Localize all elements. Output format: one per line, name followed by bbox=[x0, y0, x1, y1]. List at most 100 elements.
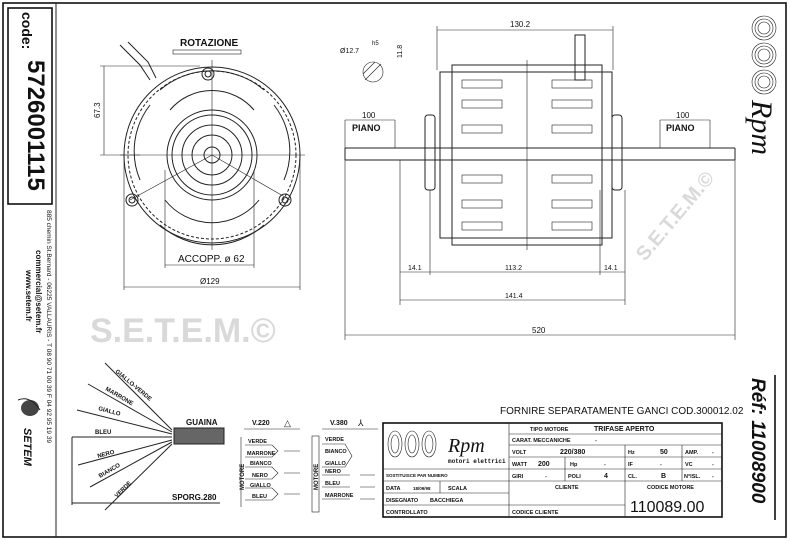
title-block-if-label: IF bbox=[628, 462, 634, 468]
wiring-v220-terminals-1: MARRONE bbox=[247, 451, 276, 457]
wiring-v220-terminals-0: VERDE bbox=[248, 439, 267, 445]
supply-note: FORNIRE SEPARATAMENTE GANCI COD.300012.0… bbox=[500, 406, 744, 417]
title-block-data: 18/09/98 bbox=[413, 486, 431, 491]
flat-left-dim: 100 bbox=[362, 111, 376, 120]
watermark: S.E.T.E.M.© bbox=[90, 312, 276, 350]
website-link[interactable]: www.setem.fr bbox=[24, 269, 33, 322]
flat-right-label: PIANO bbox=[666, 123, 695, 133]
connection-v380: V.380 ⅄ MOTORE VERDE BIANCO GIALLO NERO … bbox=[311, 418, 378, 513]
wire-label: GIALLO bbox=[97, 406, 121, 418]
wiring-v220-title: V.220 bbox=[252, 420, 270, 427]
title-block-giri: - bbox=[545, 474, 547, 480]
wiring-v380-terminals-4: BLEU bbox=[325, 481, 340, 487]
title-block-data-label: DATA bbox=[386, 486, 400, 492]
title-block-watt-label: WATT bbox=[512, 462, 528, 468]
wiring-v380-title: V.380 bbox=[330, 420, 348, 427]
dim-mount: 141.4 bbox=[505, 293, 523, 300]
shaft-flat-dim: 11.8 bbox=[397, 45, 404, 58]
wire-bundle: GIALLO-VERDE MARRONE GIALLO BLEU NERO BI… bbox=[71, 362, 225, 511]
title-block-codice-motore-label: CODICE MOTORE bbox=[647, 485, 694, 491]
dim-left-offset: 14.1 bbox=[408, 265, 422, 272]
title-block-vc: - bbox=[712, 462, 714, 468]
title-block: Rpm motori elettrici TIPO MOTORE TRIFASE… bbox=[382, 422, 723, 518]
wire-label: BLEU bbox=[95, 430, 111, 436]
wiring-v220-terminals-3: NERO bbox=[252, 473, 269, 479]
wiring-v220-terminals-5: BLEU bbox=[252, 494, 267, 500]
title-block-poli-label: POLI bbox=[568, 474, 581, 480]
side-view: 130.2 Ø12.7 h5 11.8 100 PIANO 100 PIANO … bbox=[340, 20, 736, 340]
dim-coupling: ACCOPP. ø 62 bbox=[178, 254, 245, 265]
title-block-amp-label: AMP. bbox=[685, 450, 699, 456]
wiring-v220-terminals-4: GIALLO bbox=[250, 483, 271, 489]
wiring-v380-terminals-0: VERDE bbox=[325, 437, 344, 443]
title-block-disegnato: BACCHIEGA bbox=[430, 498, 463, 504]
dim-right-offset: 14.1 bbox=[604, 265, 618, 272]
brand-logo-text: Rpm bbox=[447, 435, 485, 457]
title-block-nisl-label: N°ISL. bbox=[684, 474, 701, 480]
wire-label: NERO bbox=[97, 450, 116, 460]
title-block-hp-label: Hp bbox=[570, 462, 578, 468]
wiring-v380-motor-label: MOTORE bbox=[314, 464, 320, 490]
code-number: 5726001115 bbox=[22, 60, 49, 191]
dim-body-length: 130.2 bbox=[510, 20, 531, 29]
title-block-hz: 50 bbox=[660, 449, 668, 456]
title-block-cl-label: CL. bbox=[628, 474, 637, 480]
dim-body: 113.2 bbox=[505, 265, 522, 272]
wiring-v380-terminals-1: BIANCO bbox=[325, 449, 347, 455]
shaft-diameter: Ø12.7 bbox=[340, 48, 359, 55]
title-block-carat-value: - bbox=[595, 438, 597, 444]
title-block-carat-label: CARAT. MECCANICHE bbox=[512, 438, 571, 444]
flat-left-label: PIANO bbox=[352, 123, 381, 133]
brand-logo-text: Rpm bbox=[745, 99, 778, 155]
front-view: ROTAZIONE 67.3 bbox=[93, 38, 305, 290]
title-block-watt: 200 bbox=[538, 461, 550, 468]
title-block-cl: B bbox=[661, 473, 666, 480]
email-link[interactable]: commercial@setem.fr bbox=[34, 250, 43, 333]
title-block-volt-label: VOLT bbox=[512, 450, 527, 456]
dim-height: 67.3 bbox=[93, 102, 102, 118]
setem-logo: SETEM bbox=[17, 398, 41, 467]
wiring-v380-terminals-2: GIALLO bbox=[325, 461, 346, 467]
flat-right-dim: 100 bbox=[676, 111, 690, 120]
dim-diameter: Ø129 bbox=[200, 277, 220, 286]
protrusion-label: SPORG.280 bbox=[172, 493, 217, 502]
wire-label: VERDE bbox=[114, 481, 133, 500]
title-block-poli: 4 bbox=[604, 473, 608, 480]
title-block-tipo-motore-label: TIPO MOTORE bbox=[530, 427, 569, 433]
title-block-controllato-label: CONTROLLATO bbox=[386, 510, 428, 516]
dim-shaft-total: 520 bbox=[532, 326, 546, 335]
sheath-label: GUAINA bbox=[186, 418, 218, 427]
code-box: code: 5726001115 bbox=[7, 7, 53, 205]
brand-subtitle: motori elettrici bbox=[448, 458, 506, 465]
wiring-v380-symbol: ⅄ bbox=[357, 418, 364, 428]
title-block-codice-cliente-label: CODICE CLIENTE bbox=[512, 510, 559, 516]
wiring-v220-motor-label: MOTORE bbox=[240, 464, 246, 490]
title-block-vc-label: VC bbox=[685, 462, 693, 468]
title-block-cliente-label: CLIENTE bbox=[555, 485, 579, 491]
rpm-logo: Rpm bbox=[745, 15, 778, 155]
title-block-nisl: - bbox=[712, 474, 714, 480]
title-block-hp: - bbox=[604, 462, 606, 468]
shaft-tolerance: h5 bbox=[372, 41, 379, 47]
connection-v220: V.220 △ MOTORE VERDE MARRONE BIANCO NERO… bbox=[240, 418, 300, 507]
title-block-scala-label: SCALA bbox=[448, 486, 467, 492]
address-text: 885 chemin St.Bernard - 06225 VALLAURIS … bbox=[45, 210, 52, 443]
contact-company-logo-text: SETEM bbox=[21, 428, 33, 467]
title-block-if: - bbox=[660, 462, 662, 468]
rotation-label: ROTAZIONE bbox=[180, 38, 238, 49]
reference-number: Réf: 11008900 bbox=[747, 378, 768, 504]
title-block-disegnato-label: DISEGNATO bbox=[386, 498, 419, 504]
contact-info: www.setem.fr commercial@setem.fr 885 che… bbox=[17, 210, 52, 467]
wiring-v380-terminals-3: NERO bbox=[325, 469, 342, 475]
wiring-v220-symbol: △ bbox=[284, 418, 291, 428]
title-block-logo: Rpm motori elettrici bbox=[387, 430, 506, 465]
title-block-tipo-motore: TRIFASE APERTO bbox=[594, 426, 655, 433]
title-block-volt: 220/380 bbox=[560, 449, 585, 456]
wire-label: MARRONE bbox=[104, 387, 134, 408]
title-block-sostituisce-label: SOSTITUISCE PAR NUMERO bbox=[386, 473, 448, 478]
motor-code: 110089.00 bbox=[630, 499, 705, 516]
wiring-v220-terminals-2: BIANCO bbox=[250, 461, 272, 467]
title-block-giri-label: GIRI bbox=[512, 474, 524, 480]
